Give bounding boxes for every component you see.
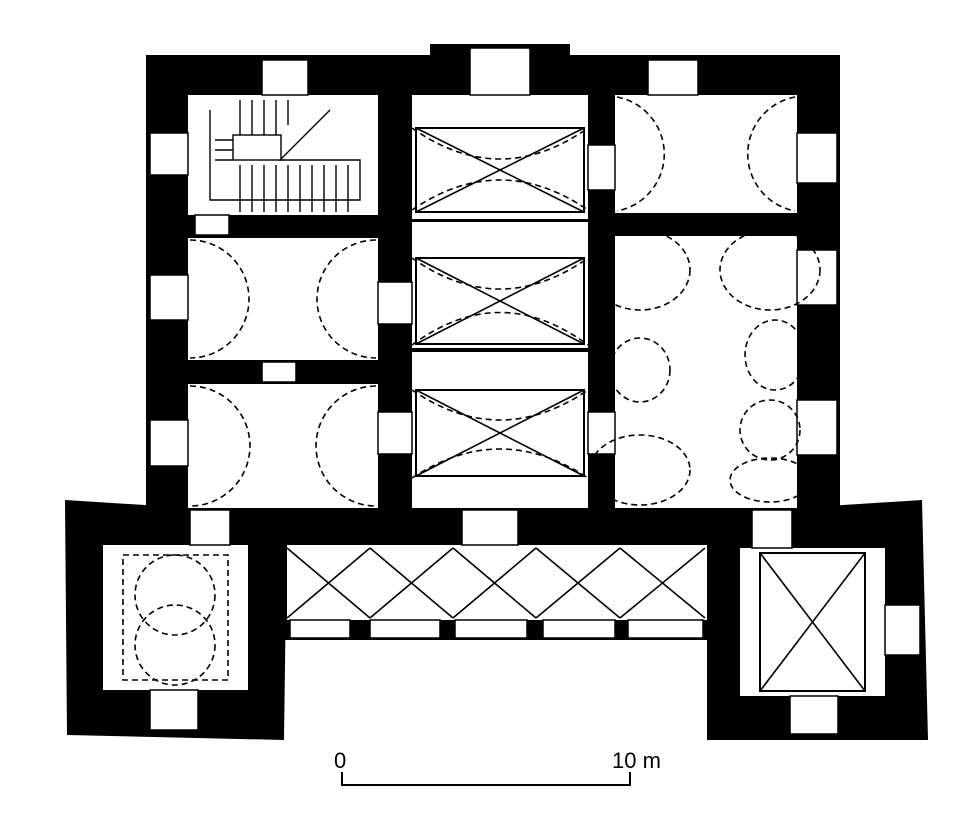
- openings: [149, 47, 921, 735]
- door-south: [461, 509, 519, 546]
- vault-diagonal: [619, 547, 706, 619]
- window: [796, 399, 838, 456]
- vault-frame: [415, 257, 585, 345]
- loggia-vaults: [286, 547, 706, 619]
- vault-diagonal: [415, 127, 585, 213]
- scale-bar-end-label: 10 m: [612, 748, 661, 773]
- vault-arc: [411, 257, 589, 290]
- door: [587, 144, 616, 191]
- vault-arc: [746, 96, 796, 212]
- door: [149, 689, 199, 731]
- staircase: [209, 100, 361, 212]
- vault-ellipse: [719, 229, 821, 311]
- vault-arc: [315, 385, 377, 507]
- vault-arc: [411, 448, 589, 479]
- vault-ellipse: [609, 337, 671, 403]
- vault-arc: [411, 311, 589, 346]
- vault-markings: [122, 96, 821, 686]
- stair-outline: [209, 109, 361, 201]
- scale-bar-start-label: 0: [334, 748, 346, 773]
- room-center-south: [412, 352, 588, 508]
- east-wing-vault: [759, 552, 866, 692]
- door: [194, 214, 230, 236]
- window: [884, 604, 921, 656]
- vault-arc: [411, 127, 589, 160]
- stair-landing: [232, 134, 282, 161]
- column: [289, 619, 351, 639]
- window: [149, 274, 189, 321]
- vault-diagonal: [452, 547, 537, 619]
- door: [789, 695, 839, 735]
- vault-ellipse: [739, 399, 801, 461]
- window: [261, 59, 309, 96]
- vault-frame: [415, 127, 585, 213]
- vault-arc: [316, 239, 377, 359]
- vault-frame: [759, 552, 866, 692]
- courtyard: [287, 640, 707, 750]
- vault-diagonal: [369, 547, 454, 619]
- vault-ellipse: [744, 319, 806, 391]
- door: [189, 509, 231, 546]
- window: [796, 132, 838, 184]
- room-east-north: [615, 95, 797, 213]
- room-west-wing: [103, 545, 248, 690]
- window: [647, 59, 699, 96]
- window: [796, 249, 838, 306]
- room-west-middle: [188, 238, 378, 360]
- vault-circle: [134, 554, 216, 636]
- vault-ellipse: [729, 457, 811, 503]
- vault-circle: [134, 604, 216, 686]
- vault-arc: [411, 389, 589, 421]
- column: [454, 619, 528, 639]
- window: [149, 419, 189, 467]
- door: [261, 361, 297, 383]
- rooms: [103, 95, 885, 750]
- hall-east: [615, 236, 797, 508]
- vault-arc: [189, 239, 250, 359]
- vault-arc: [411, 179, 589, 211]
- vault-diagonal: [535, 547, 621, 619]
- window: [149, 132, 189, 176]
- room-center-north: [412, 95, 588, 219]
- loggia: [287, 545, 707, 620]
- vault-frame: [415, 389, 585, 477]
- vault-frames: [415, 127, 585, 477]
- vault-diagonal: [415, 389, 585, 477]
- scale-bar-line: [341, 772, 631, 786]
- door: [751, 509, 793, 549]
- vault-diagonal: [759, 552, 866, 692]
- door: [377, 411, 413, 455]
- staircase-room: [188, 95, 378, 215]
- vault-arc: [189, 385, 251, 507]
- vault-frame: [122, 554, 229, 681]
- vault-diagonal: [286, 547, 371, 619]
- vault-ellipse: [589, 229, 691, 311]
- column: [542, 619, 616, 639]
- door-north: [469, 47, 531, 96]
- room-west-south: [188, 384, 378, 508]
- column: [627, 619, 704, 639]
- vault-diagonal: [415, 257, 585, 345]
- column: [369, 619, 441, 639]
- scale-bar: 0 10 m: [334, 748, 661, 786]
- vault-arc: [616, 96, 666, 212]
- vault-ellipse: [589, 434, 691, 506]
- door: [377, 281, 413, 325]
